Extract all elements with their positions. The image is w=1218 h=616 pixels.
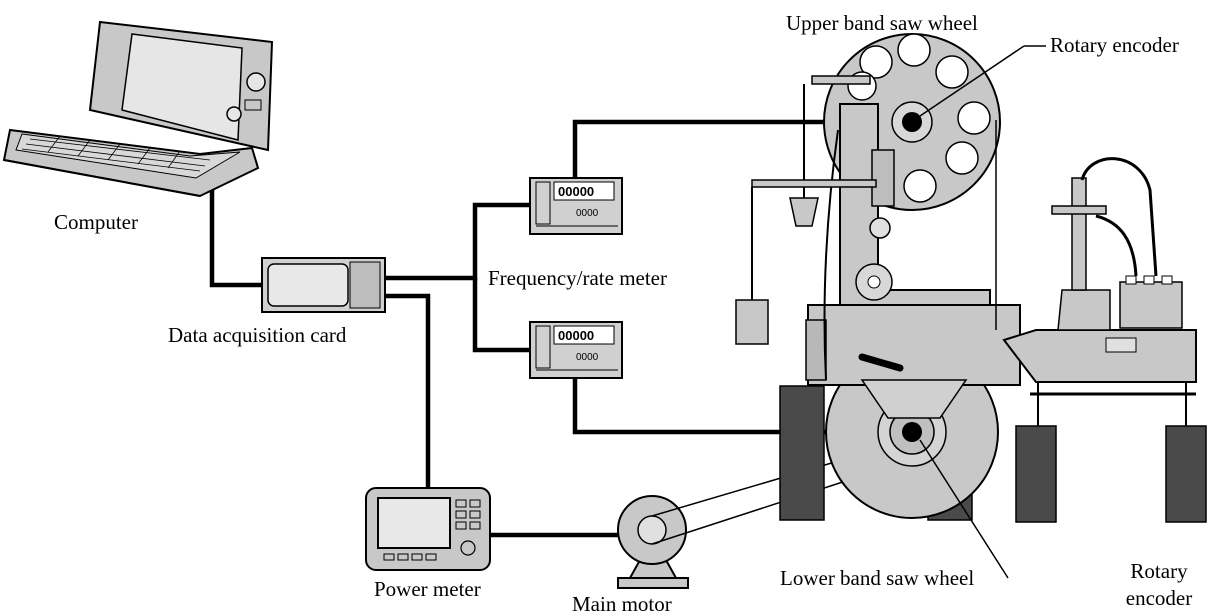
- label-computer: Computer: [54, 210, 138, 234]
- label-main-motor: Main motor: [572, 592, 672, 616]
- meter-lower-readout-top: 00000: [558, 328, 594, 343]
- frequency-rate-meter-lower: 00000 0000: [529, 321, 623, 379]
- meter-upper-readout-top: 00000: [558, 184, 594, 199]
- leader-lines: [919, 45, 1046, 579]
- label-data-acquisition-card: Data acquisition card: [168, 323, 347, 347]
- frequency-rate-meter-upper: 00000 0000: [529, 177, 623, 235]
- computer-laptop: [2, 20, 274, 198]
- meter-upper-readout-bottom: 0000: [576, 208, 599, 219]
- label-lower-band-saw-wheel: Lower band saw wheel: [780, 566, 975, 590]
- main-motor: [617, 461, 856, 589]
- label-power-meter: Power meter: [374, 577, 481, 601]
- data-acquisition-card: [261, 257, 386, 313]
- label-rotary-encoder-lower-line1: Rotary: [1130, 559, 1188, 583]
- power-meter: [365, 487, 491, 571]
- label-rotary-encoder-lower-line2: encoder: [1125, 586, 1193, 610]
- band-saw-machine: [735, 33, 1207, 523]
- meter-lower-readout-bottom: 0000: [576, 352, 599, 363]
- label-rotary-encoder-upper: Rotary encoder: [1050, 33, 1179, 57]
- label-upper-band-saw-wheel: Upper band saw wheel: [786, 11, 978, 35]
- label-frequency-rate-meter: Frequency/rate meter: [488, 266, 667, 290]
